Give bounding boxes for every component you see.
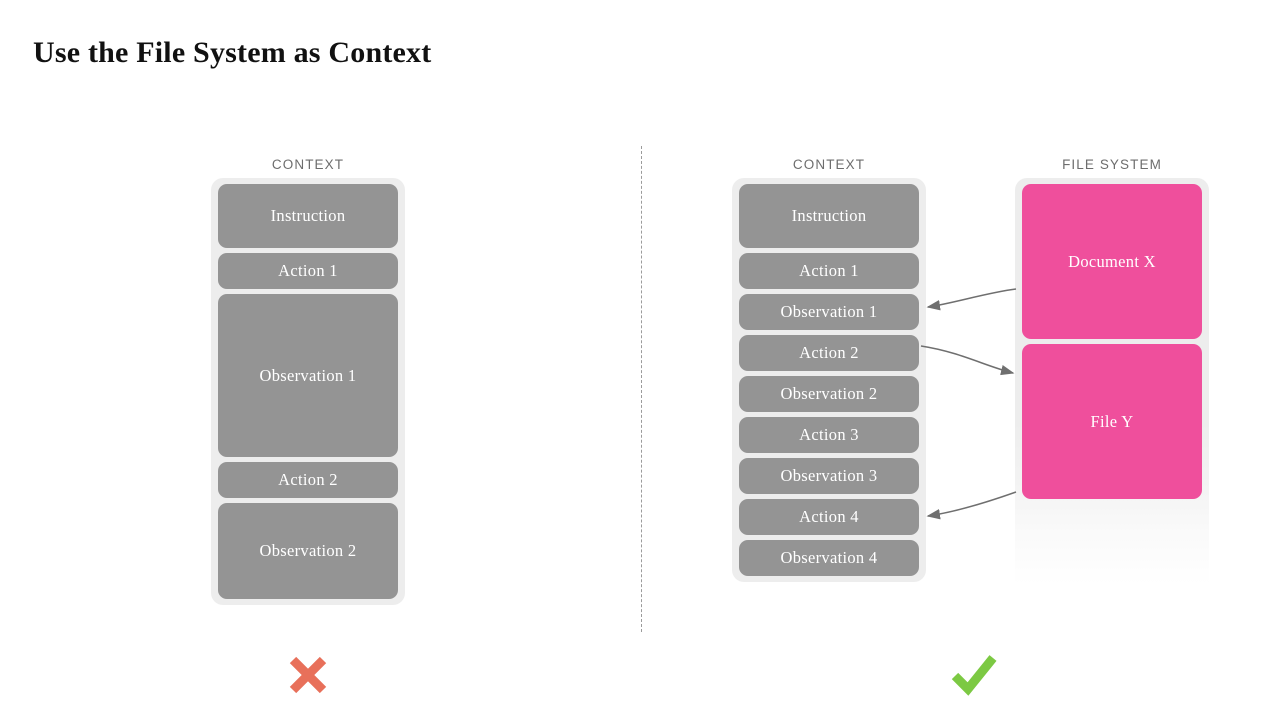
block-observation-1: Observation 1 [218, 294, 398, 457]
block-document-x: Document X [1022, 184, 1202, 339]
arrow-file-y-to-action-4 [926, 491, 1017, 520]
right-context-label: CONTEXT [792, 157, 866, 172]
block-action-3: Action 3 [739, 417, 919, 453]
left-verdict-cross [281, 648, 335, 707]
block-observation-4: Observation 4 [739, 540, 919, 576]
block-action-1: Action 1 [739, 253, 919, 289]
cross-mark-icon [289, 656, 327, 694]
page-title: Use the File System as Context [33, 36, 432, 69]
block-action-4: Action 4 [739, 499, 919, 535]
left-context-label: CONTEXT [271, 157, 345, 172]
block-instruction: Instruction [218, 184, 398, 248]
block-action-1: Action 1 [218, 253, 398, 289]
block-observation-2: Observation 2 [739, 376, 919, 412]
check-mark-icon [951, 655, 997, 696]
block-observation-2: Observation 2 [218, 503, 398, 599]
file-system-label: FILE SYSTEM [1062, 157, 1162, 172]
block-observation-3: Observation 3 [739, 458, 919, 494]
block-file-y: File Y [1022, 344, 1202, 499]
block-observation-1: Observation 1 [739, 294, 919, 330]
arrow-action-2-to-file-y [920, 345, 1015, 376]
right-verdict-check [945, 646, 1003, 709]
block-action-2: Action 2 [739, 335, 919, 371]
arrow-document-x-to-observation-1 [926, 288, 1017, 311]
block-action-2: Action 2 [218, 462, 398, 498]
block-instruction: Instruction [739, 184, 919, 248]
vertical-divider [641, 146, 642, 632]
